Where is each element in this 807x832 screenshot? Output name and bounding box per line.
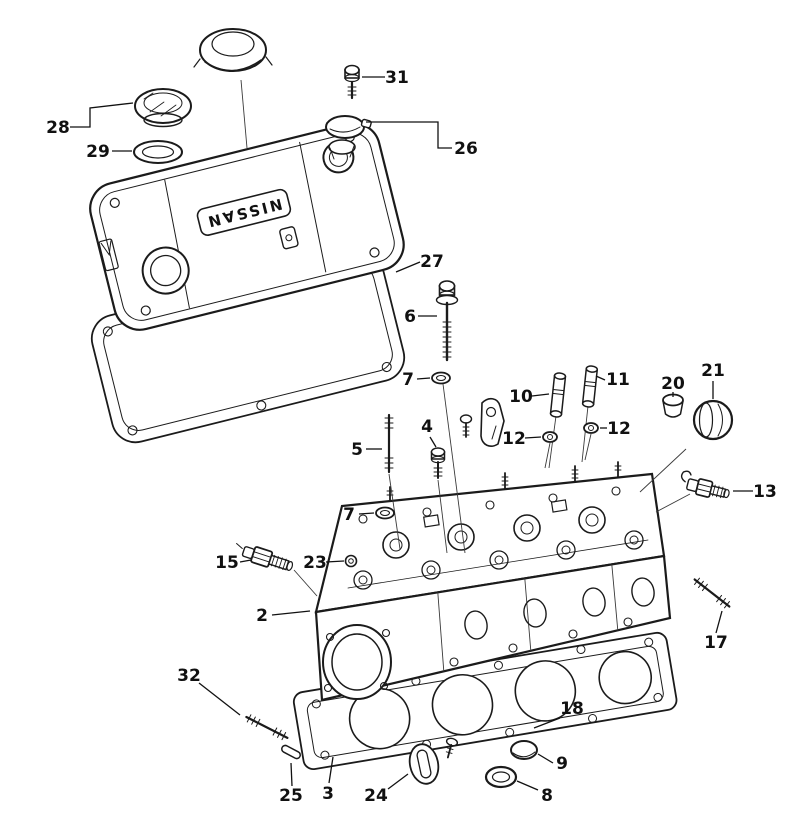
callout-12-right: 12: [607, 419, 631, 439]
washer-7-upper: [431, 371, 451, 385]
cylinder-head-gasket: [292, 631, 678, 771]
callout-6: 6: [404, 307, 416, 327]
cover-round-hole: [141, 246, 190, 295]
breather-cap: [193, 28, 273, 149]
plug-20: [662, 393, 684, 418]
callout-15: 15: [215, 553, 239, 573]
callout-31: 31: [385, 68, 409, 88]
valve-seal-12-left: [542, 431, 558, 443]
leader-2: [271, 610, 311, 616]
cylinder-bore: [431, 673, 494, 736]
callout-7-lower: 7: [343, 505, 355, 525]
exhaust-ports: [449, 577, 655, 667]
stud-17: [693, 577, 731, 609]
valve-seats: [353, 486, 644, 590]
stud-5: [384, 413, 394, 474]
leader-11: [595, 375, 606, 381]
hanger-bracket: [480, 397, 505, 447]
callout-4: 4: [421, 417, 433, 437]
leader-26: [366, 121, 452, 149]
leader-8: [516, 780, 539, 791]
leader-4: [429, 436, 437, 448]
callout-21: 21: [701, 361, 725, 381]
blanking-plate-24: [408, 743, 440, 785]
bolt-6: [435, 280, 459, 362]
leader-7-upper: [416, 377, 431, 380]
cylinder-bore: [598, 650, 653, 705]
head-front-opening: [322, 624, 392, 700]
leader-12-left: [524, 436, 542, 439]
cover-detail: [279, 226, 299, 250]
callout-labels: 31 28 29 26 27 6 7 10 11 12 12 20 21 5 4…: [46, 68, 777, 806]
callout-26: 26: [454, 139, 478, 159]
valve-cover: NISSAN: [89, 122, 405, 331]
cylinder-bore: [514, 660, 577, 722]
leader-15: [239, 559, 252, 563]
valve-guide-10: [549, 372, 567, 418]
leader-27: [395, 261, 421, 273]
callout-23: 23: [303, 553, 327, 573]
cup-plug-9: [510, 740, 538, 760]
callout-11: 11: [606, 370, 630, 390]
rubber-cap-28: [134, 88, 192, 128]
callout-12-left: 12: [502, 429, 526, 449]
callout-9: 9: [556, 754, 568, 774]
washer-7-lower: [375, 506, 395, 520]
oring-8: [484, 765, 518, 789]
callout-27: 27: [420, 252, 444, 272]
leader-25: [290, 762, 293, 787]
oil-filler-cap: [325, 115, 372, 160]
callout-2: 2: [256, 606, 268, 626]
leader-10: [531, 393, 550, 397]
cover-clip: [98, 238, 119, 272]
leader-3: [328, 756, 334, 784]
callout-10: 10: [509, 387, 533, 407]
leader-32: [198, 682, 241, 716]
leader-17: [715, 610, 723, 634]
leader-18: [533, 717, 561, 729]
callout-leaders: [70, 76, 753, 791]
callout-7-upper: 7: [402, 370, 414, 390]
callout-32: 32: [177, 666, 201, 686]
callout-13: 13: [753, 482, 777, 502]
callout-8: 8: [541, 786, 553, 806]
callout-3: 3: [322, 784, 334, 804]
sensor-13: [680, 470, 730, 499]
leader-23: [325, 560, 345, 563]
seal-ring-29: [133, 140, 183, 164]
leader-7-lower: [358, 512, 375, 515]
callout-18: 18: [560, 699, 584, 719]
leader-24: [387, 773, 409, 790]
stud-32: [245, 714, 289, 741]
valve-guide-11: [581, 365, 599, 408]
callout-25: 25: [279, 786, 303, 806]
welch-plug-21: [692, 399, 734, 441]
hanger-bolt: [459, 414, 473, 438]
dowel-pin-25: [281, 744, 301, 760]
plate-bolt-24: [445, 737, 459, 759]
callout-20: 20: [661, 374, 685, 394]
valve-seal-12-right: [583, 422, 599, 434]
bolt-31: [344, 64, 360, 100]
cylinder-head: [314, 461, 672, 702]
callout-29: 29: [86, 142, 110, 162]
bolt-4: [430, 447, 446, 479]
head-studs: [386, 461, 622, 502]
callout-28: 28: [46, 118, 70, 138]
callout-17: 17: [704, 633, 728, 653]
leader-9: [537, 753, 554, 764]
plug-23: [344, 554, 358, 568]
callout-24: 24: [364, 786, 388, 806]
sensor-15: [236, 542, 294, 571]
leader-28: [70, 102, 134, 128]
callout-5: 5: [351, 440, 363, 460]
